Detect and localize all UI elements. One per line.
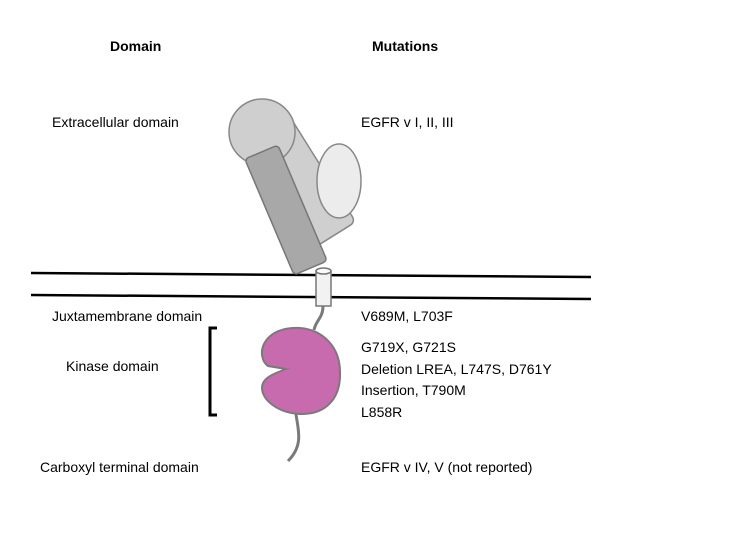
kinase-mutations-list: G719X, G721S Deletion LREA, L747S, D761Y… (361, 337, 552, 423)
juxtamembrane-mutations: V689M, L703F (361, 308, 453, 324)
kinase-mutation-item: Deletion LREA, L747S, D761Y (361, 360, 552, 377)
kinase-domain-label: Kinase domain (66, 358, 159, 374)
kinase-mutation-item: L858R (361, 403, 403, 420)
extracellular-domain-label: Extracellular domain (52, 114, 179, 130)
kinase-bracket (208, 326, 217, 417)
extracellular-domain-shape (228, 98, 362, 275)
transmembrane-segment (315, 267, 332, 307)
kinase-domain-shape (260, 326, 342, 416)
domain-column-header: Domain (110, 38, 162, 54)
kinase-mutation-item: G719X, G721S (361, 339, 456, 355)
carboxyl-tail (286, 413, 301, 463)
juxtamembrane-linker (312, 305, 325, 331)
membrane-outer-line (30, 271, 592, 279)
carboxyl-mutations: EGFR v IV, V (not reported) (361, 459, 533, 475)
mutations-column-header: Mutations (372, 38, 439, 54)
kinase-mutation-item: Insertion, T790M (361, 382, 466, 398)
carboxyl-terminal-domain-label: Carboxyl terminal domain (40, 459, 199, 475)
extracellular-mutations: EGFR v I, II, III (361, 114, 454, 130)
membrane-inner-line (30, 293, 592, 301)
juxtamembrane-domain-label: Juxtamembrane domain (52, 308, 203, 324)
